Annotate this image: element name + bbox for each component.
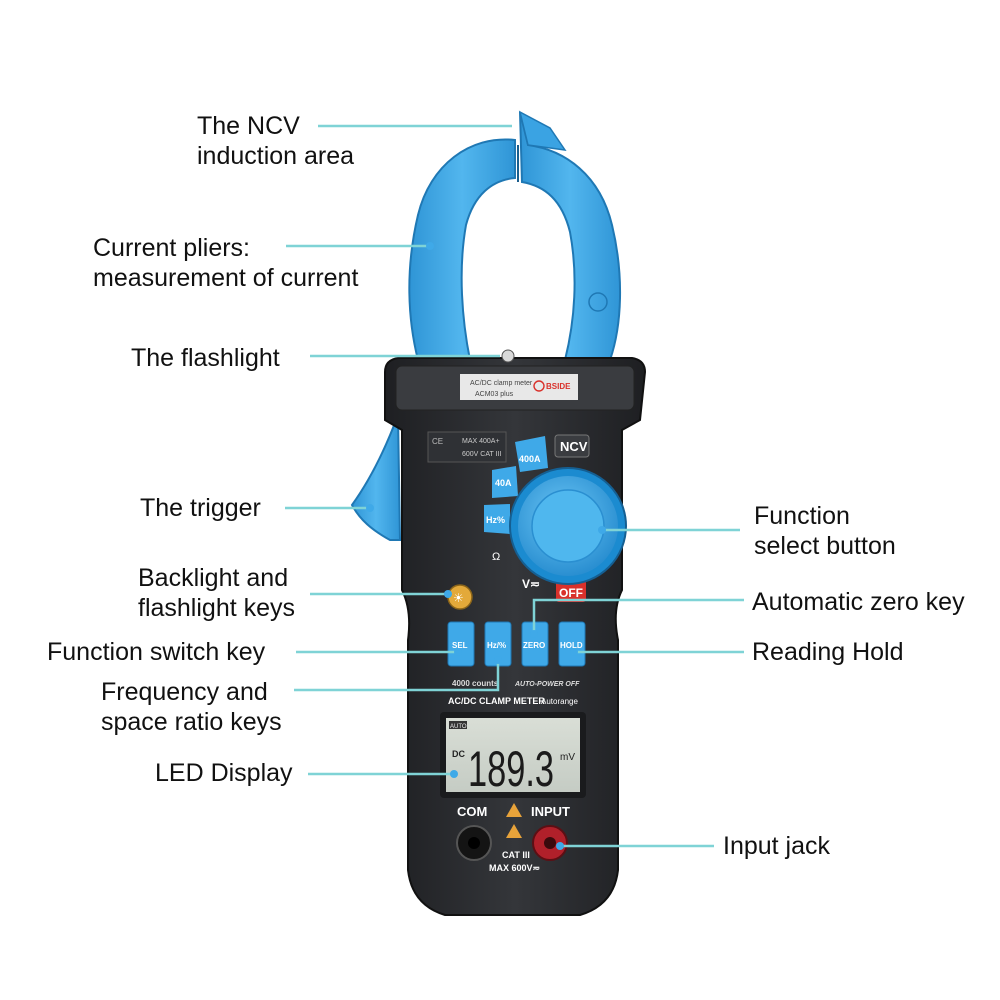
lcd-display: AUTO DC 189.3 mV <box>440 712 586 798</box>
hz-button-label: Hz/% <box>487 641 506 650</box>
ground-icon <box>588 292 608 312</box>
function-buttons: SEL Hz/% ZERO HOLD <box>447 621 586 667</box>
callout-led-display: LED Display <box>155 759 293 787</box>
hold-button[interactable] <box>558 621 586 667</box>
trigger <box>350 414 402 541</box>
zero-button-label: ZERO <box>523 641 545 650</box>
sel-button[interactable] <box>447 621 475 667</box>
warning-icon <box>506 803 522 817</box>
autorange-label: Autorange <box>541 697 578 706</box>
input-label: INPUT <box>531 804 570 819</box>
callout-ncv-area: The NCV induction area <box>197 111 354 171</box>
flashlight-lens <box>501 349 515 363</box>
callout-backlight-line1: Backlight and <box>138 564 289 592</box>
cert-line2: 600V CAT III <box>462 451 501 458</box>
dial-label-400a: 400A <box>519 454 541 464</box>
callout-current-pliers: Current pliers: measurement of current <box>93 233 358 293</box>
callout-flashlight: The flashlight <box>131 344 280 372</box>
dial-label-ohm: Ω <box>492 551 500 563</box>
callout-pliers-line2: measurement of current <box>93 264 359 292</box>
left-jaw <box>408 138 516 361</box>
dial-label-off: OFF <box>559 586 583 600</box>
callout-frequency-keys: Frequency and space ratio keys <box>101 677 282 737</box>
lcd-auto: AUTO <box>450 724 467 730</box>
callout-function-select-line2: select button <box>754 532 896 560</box>
callout-frequency-line1: Frequency and <box>101 678 268 706</box>
leader-dots <box>366 242 606 850</box>
callout-ncv-line1: The NCV <box>197 112 300 140</box>
callout-function-select: Function select button <box>754 501 896 561</box>
callout-function-select-line1: Function <box>754 502 850 530</box>
callout-reading-hold: Reading Hold <box>752 638 904 666</box>
top-label-line2: ACM03 plus <box>475 391 514 398</box>
counts-label: 4000 counts <box>452 679 499 688</box>
lcd-unit: mV <box>560 752 575 763</box>
meter-body: AC/DC clamp meter ACM03 plus BSIDE CE MA… <box>384 349 647 916</box>
lcd-reading: 189.3 <box>468 741 554 797</box>
ncv-badge <box>554 434 590 458</box>
model-line: AC/DC CLAMP METER <box>448 696 545 706</box>
leader-frequency <box>294 662 500 692</box>
sun-icon: ☀ <box>453 591 464 605</box>
warning-icon-2 <box>506 824 522 838</box>
callout-frequency-line2: space ratio keys <box>101 708 282 736</box>
com-label: COM <box>457 804 487 819</box>
cat-label: CAT III <box>502 850 530 860</box>
cert-panel <box>427 431 507 463</box>
max-voltage-label: MAX 600V≂ <box>489 863 540 873</box>
top-label-line1: AC/DC clamp meter <box>470 380 533 387</box>
callout-ncv-line2: induction area <box>197 142 355 170</box>
callout-trigger: The trigger <box>140 494 261 522</box>
brand-name: BSIDE <box>546 382 571 391</box>
right-jaw <box>519 111 621 361</box>
brand-logo-icon <box>533 380 545 392</box>
callout-backlight-line2: flashlight keys <box>138 594 296 622</box>
dial-label-v: V≂ <box>522 577 540 591</box>
callout-pliers-line1: Current pliers: <box>93 234 250 262</box>
svg-text:CE: CE <box>432 437 443 446</box>
dial-label-hz: Hz% <box>486 515 505 525</box>
dial-label-40a: 40A <box>495 478 512 488</box>
off-badge <box>556 580 586 602</box>
cert-line1: MAX 400A+ <box>462 438 500 445</box>
sel-button-label: SEL <box>452 641 468 650</box>
auto-power-label: AUTO-POWER OFF <box>514 681 580 688</box>
callout-backlight-keys: Backlight and flashlight keys <box>138 563 295 623</box>
ncv-tip <box>518 110 567 151</box>
dial-segments: 400A 40A Hz% Ω V≂ OFF <box>484 436 586 602</box>
lcd-dc: DC <box>452 749 465 759</box>
clamp-jaws <box>408 110 621 361</box>
leader-lines <box>285 124 744 848</box>
callout-function-switch: Function switch key <box>47 638 266 666</box>
callout-auto-zero: Automatic zero key <box>752 588 965 616</box>
leader-auto-zero <box>532 598 744 632</box>
function-dial[interactable] <box>509 467 627 585</box>
ncv-label: NCV <box>560 439 588 454</box>
model-plate <box>460 374 578 400</box>
hold-button-label: HOLD <box>560 641 583 650</box>
callout-input-jack: Input jack <box>723 832 831 860</box>
